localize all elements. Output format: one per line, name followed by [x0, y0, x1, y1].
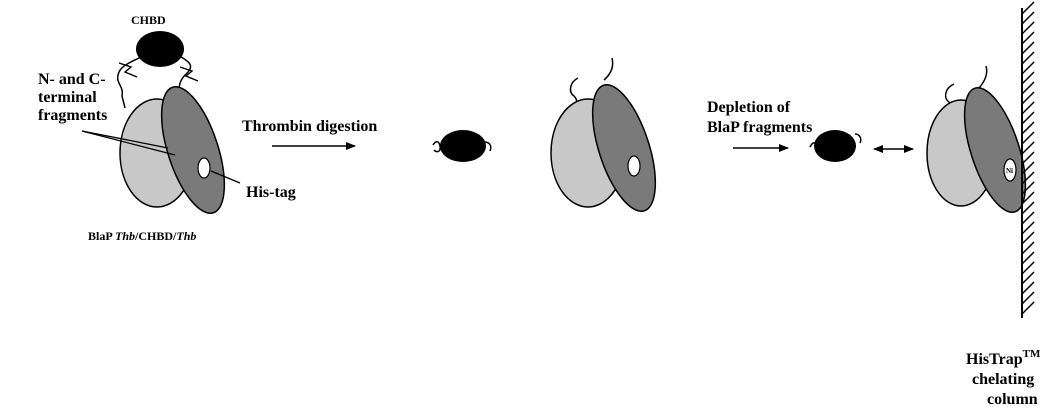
hatch-line [1022, 92, 1034, 104]
depletion-label-2: BlaP fragments [707, 119, 812, 136]
cleaved-his-tag-oval [628, 156, 640, 176]
hatch-line [1022, 42, 1034, 54]
his-tag-label: His-tag [246, 184, 296, 201]
chbd-label: CHBD [131, 13, 166, 27]
depletion-label-1: Depletion of [707, 99, 791, 116]
hatch-line [1022, 262, 1034, 274]
hatch-line [1022, 72, 1034, 84]
hatch-line [1022, 212, 1034, 224]
cleavage-bolt-left-icon [119, 63, 137, 77]
nc-fragments-label-2: terminal [38, 89, 97, 106]
thrombin-label: Thrombin digestion [242, 118, 377, 135]
depletion-step: Depletion of BlaP fragments [707, 99, 812, 148]
hatch-line [1022, 32, 1034, 44]
hatch-line [1022, 2, 1034, 14]
eluted-chbd-group [810, 130, 861, 162]
nc-fragments-label-1: N- and C- [38, 71, 106, 88]
hatch-line [1022, 232, 1034, 244]
histrap-column [1022, 2, 1034, 318]
chbd-domain [136, 31, 184, 67]
hatch-line [1022, 202, 1034, 214]
cleaved-blap-group [551, 58, 668, 218]
hatch-line [1022, 272, 1034, 284]
bound-tail-right [979, 66, 987, 88]
cleaved-tail-right [604, 58, 613, 80]
column-label-1: HisTrapTM [966, 348, 1041, 368]
hatch-line [1022, 302, 1034, 314]
hatch-line [1022, 252, 1034, 264]
hatch-line [1022, 22, 1034, 34]
hatch-line [1022, 12, 1034, 24]
nc-fragments-label-3: fragments [38, 107, 107, 124]
hatch-line [1022, 282, 1034, 294]
hatch-line [1022, 132, 1034, 144]
hatch-line [1022, 142, 1034, 154]
construct-label: BlaP Thb/CHBD/Thb [88, 229, 196, 243]
hatch-line [1022, 52, 1034, 64]
hatch-line [1022, 102, 1034, 114]
hatch-line [1022, 112, 1034, 124]
hatch-line [1022, 222, 1034, 234]
thrombin-step: Thrombin digestion [242, 118, 377, 146]
free-chbd-tail-left [433, 142, 440, 152]
hatch-line [1022, 82, 1034, 94]
column-label-group: HisTrapTM chelating column [966, 348, 1041, 408]
hatch-line [1022, 292, 1034, 304]
hatch-line [1022, 152, 1034, 164]
column-label-3: column [987, 391, 1038, 408]
eluted-chbd-domain [814, 130, 856, 162]
hatch-line [1022, 62, 1034, 74]
free-chbd-group [433, 130, 491, 162]
linker-left [118, 55, 145, 108]
hatch-line [1022, 242, 1034, 254]
hatch-line [1022, 122, 1034, 134]
column-label-2: chelating [972, 371, 1034, 388]
free-chbd-domain [440, 130, 486, 162]
ni-label: Ni [1006, 167, 1013, 175]
eluted-chbd-tail-right [855, 134, 861, 143]
column-hatching [1022, 2, 1034, 314]
his-tag-oval [198, 158, 210, 178]
